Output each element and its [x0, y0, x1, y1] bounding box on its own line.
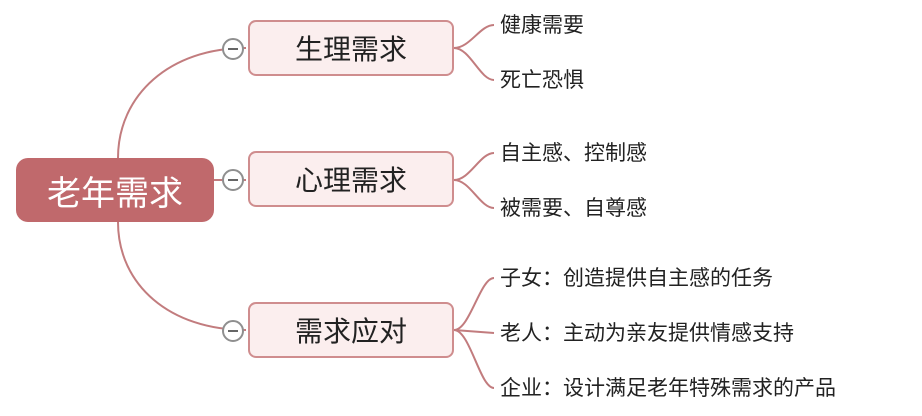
- leaf-2-2[interactable]: 被需要、自尊感: [500, 196, 647, 220]
- branch-node-2[interactable]: 心理需求: [248, 151, 454, 207]
- connector-branch-1-leaf-2: [453, 47, 495, 81]
- leaf-3-2[interactable]: 老人：主动为亲友提供情感支持: [500, 321, 794, 345]
- collapse-branch-2-minus-circle-icon[interactable]: [222, 169, 244, 191]
- leaf-1-2[interactable]: 死亡恐惧: [500, 68, 584, 92]
- connector-branch-2-leaf-2: [453, 179, 495, 209]
- branch-node-1-label: 生理需求: [294, 33, 407, 66]
- connector-branch-2-leaf-1: [453, 152, 495, 181]
- collapse-branch-3-minus-circle-icon[interactable]: [222, 320, 244, 342]
- connector-branch-3-leaf-2: [453, 329, 495, 334]
- connector-root-branch-3: [117, 221, 247, 331]
- connector-root-branch-1: [117, 47, 247, 159]
- leaf-3-1[interactable]: 子女：创造提供自主感的任务: [500, 266, 773, 290]
- root-node-label: 老年需求: [47, 173, 183, 214]
- leaf-2-1[interactable]: 自主感、控制感: [500, 141, 647, 165]
- connector-branch-3-leaf-1: [453, 277, 495, 331]
- branch-node-3[interactable]: 需求应对: [248, 302, 454, 358]
- branch-node-2-label: 心理需求: [294, 164, 407, 197]
- leaf-3-3[interactable]: 企业：设计满足老年特殊需求的产品: [500, 376, 836, 400]
- branch-node-3-label: 需求应对: [294, 315, 407, 348]
- root-node[interactable]: 老年需求: [16, 158, 214, 222]
- connector-branch-3-leaf-3: [453, 329, 495, 389]
- branch-node-1[interactable]: 生理需求: [248, 20, 454, 76]
- leaf-1-1[interactable]: 健康需要: [500, 13, 584, 37]
- connector-branch-1-leaf-1: [453, 24, 495, 49]
- collapse-branch-1-minus-circle-icon[interactable]: [222, 38, 244, 60]
